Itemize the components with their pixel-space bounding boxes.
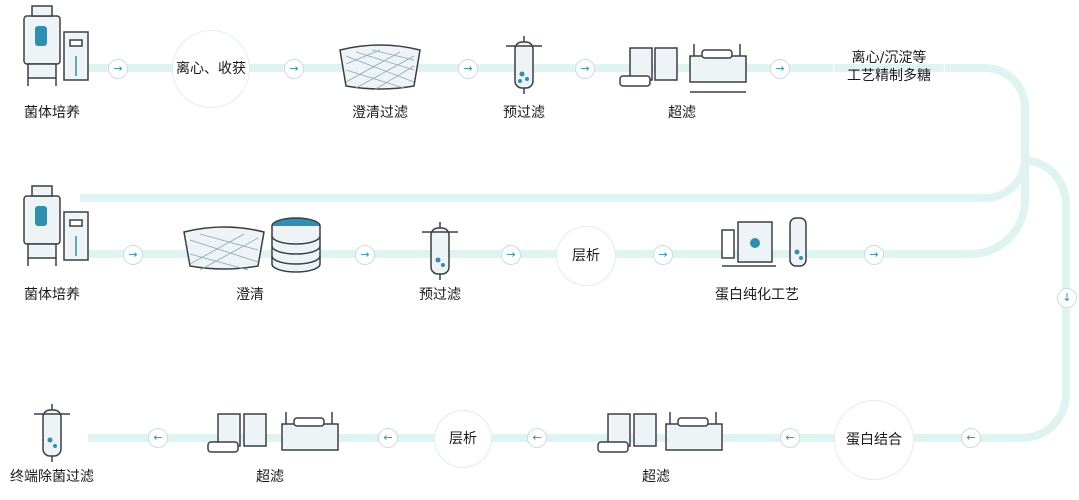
arrow-right-icon: → — [770, 59, 790, 79]
label-terminal-sterile-filtration: 终端除菌过滤 — [10, 469, 94, 485]
label-ultrafiltration-3b: 超滤 — [642, 469, 670, 485]
node-chromatography: 层析 — [556, 226, 616, 286]
label-clarification: 澄清 — [236, 287, 264, 303]
arrow-right-icon: → — [501, 245, 521, 265]
arrow-right-icon: → — [355, 245, 375, 265]
node-protein-conjugation: 蛋白结合 — [834, 400, 914, 480]
purification-system-icon — [721, 217, 807, 267]
ultrafiltration-icon — [207, 412, 339, 453]
node-centrifuge-harvest: 离心、收获 — [172, 30, 250, 108]
label-cell-culture: 菌体培养 — [24, 105, 80, 121]
arrow-left-icon: ← — [527, 428, 547, 448]
arrow-left-icon: ← — [378, 428, 398, 448]
depth-filter-icon — [339, 44, 421, 91]
node-polysaccharide-refining: 离心/沉淀等 工艺精制多糖 — [833, 26, 945, 108]
arrow-left-icon: ← — [148, 428, 168, 448]
ultrafiltration-icon — [597, 412, 723, 453]
label-cell-culture-2: 菌体培养 — [24, 287, 80, 303]
arrow-right-icon: → — [108, 59, 128, 79]
arrow-right-icon: → — [864, 245, 884, 265]
label-clarification-filtration: 澄清过滤 — [352, 105, 408, 121]
label-ultrafiltration-3a: 超滤 — [256, 469, 284, 485]
label-protein-purification: 蛋白纯化工艺 — [715, 287, 799, 303]
arrow-right-icon: → — [653, 245, 673, 265]
arrow-right-icon: → — [458, 59, 478, 79]
arrow-right-icon: → — [284, 59, 304, 79]
filter-stack-icon — [271, 217, 321, 273]
fermenter-icon — [23, 185, 89, 266]
label-prefiltration-2: 预过滤 — [419, 287, 461, 303]
capsule-filter-icon — [422, 222, 458, 280]
label-prefiltration: 预过滤 — [503, 105, 545, 121]
node-chromatography-2: 层析 — [434, 410, 492, 468]
ultrafiltration-icon — [619, 44, 747, 93]
arrow-right-icon: → — [123, 245, 143, 265]
capsule-filter-icon — [506, 36, 542, 94]
label-ultrafiltration: 超滤 — [668, 105, 696, 121]
arrow-right-icon: → — [575, 59, 595, 79]
capsule-filter-icon — [34, 404, 70, 462]
arrow-down-icon: ↓ — [1057, 288, 1077, 308]
fermenter-icon — [23, 5, 89, 86]
arrow-left-icon: ← — [780, 428, 800, 448]
arrow-left-icon: ← — [961, 428, 981, 448]
depth-filter-icon — [183, 226, 265, 271]
